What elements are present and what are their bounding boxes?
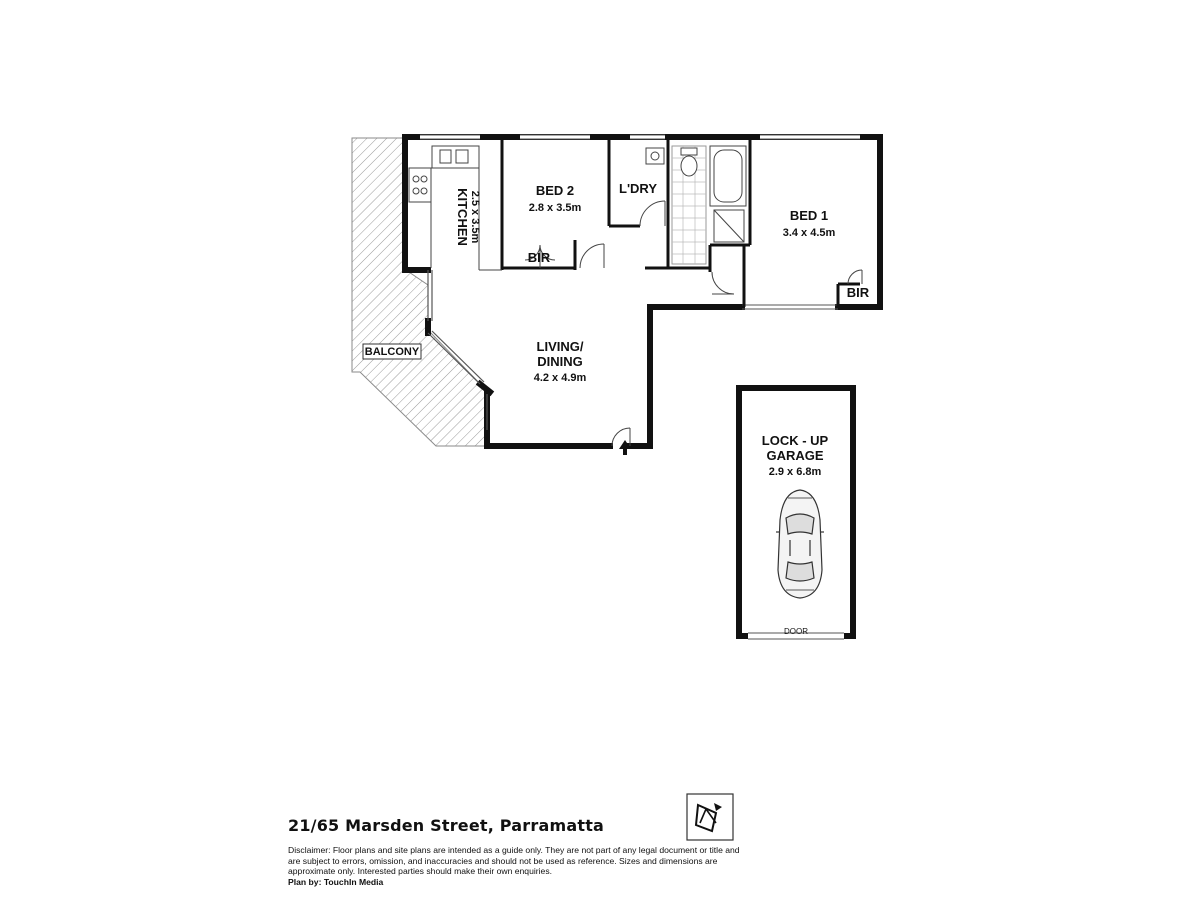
- property-address: 21/65 Marsden Street, Parramatta: [288, 816, 605, 835]
- living-line1: LIVING/: [537, 339, 584, 354]
- garage-door-label: DOOR: [784, 627, 808, 636]
- living-dims: 4.2 x 4.9m: [534, 372, 587, 384]
- bed2-name: BED 2: [536, 183, 574, 198]
- garage-dims: 2.9 x 6.8m: [769, 466, 822, 478]
- bed1-window: [742, 304, 838, 310]
- entry-arrow-icon: [619, 440, 631, 455]
- balcony-label-box: [362, 343, 422, 360]
- disclaimer-text: Disclaimer: Floor plans and site plans a…: [288, 845, 740, 877]
- bed1-name: BED 1: [790, 208, 828, 223]
- kitchen-dims: 2.5 x 3.5m: [469, 191, 481, 244]
- kitchen-benches: [408, 145, 502, 271]
- balcony-windows: [427, 270, 488, 430]
- garage-line2: GARAGE: [766, 448, 823, 463]
- bed1-dims: 3.4 x 4.5m: [783, 227, 836, 239]
- bed1-bir-label: BIR: [847, 285, 870, 300]
- laundry-label: L'DRY: [619, 181, 657, 196]
- top-window-lines: [420, 134, 860, 140]
- door-swings: [524, 200, 863, 447]
- bed2-dims: 2.8 x 3.5m: [529, 202, 582, 214]
- garage-line1: LOCK - UP: [762, 433, 829, 448]
- balcony-label: BALCONY: [365, 346, 420, 358]
- bed2-bir-label: BIR: [528, 250, 551, 265]
- north-arrow-icon: [686, 793, 734, 841]
- car-icon: [776, 489, 824, 599]
- plan-credit: Plan by: TouchIn Media: [288, 876, 384, 887]
- kitchen-label: KITCHEN 2.5 x 3.5m: [455, 188, 481, 246]
- balcony-area: [351, 137, 487, 447]
- garage-door-line: [748, 632, 844, 640]
- plan-footer: 21/65 Marsden Street, Parramatta Disclai…: [288, 816, 758, 888]
- garage-walls: [736, 385, 856, 639]
- bathroom-fixtures: [645, 145, 747, 265]
- interior-walls: [500, 137, 860, 307]
- kitchen-name: KITCHEN: [455, 188, 470, 246]
- living-line2: DINING: [537, 354, 583, 369]
